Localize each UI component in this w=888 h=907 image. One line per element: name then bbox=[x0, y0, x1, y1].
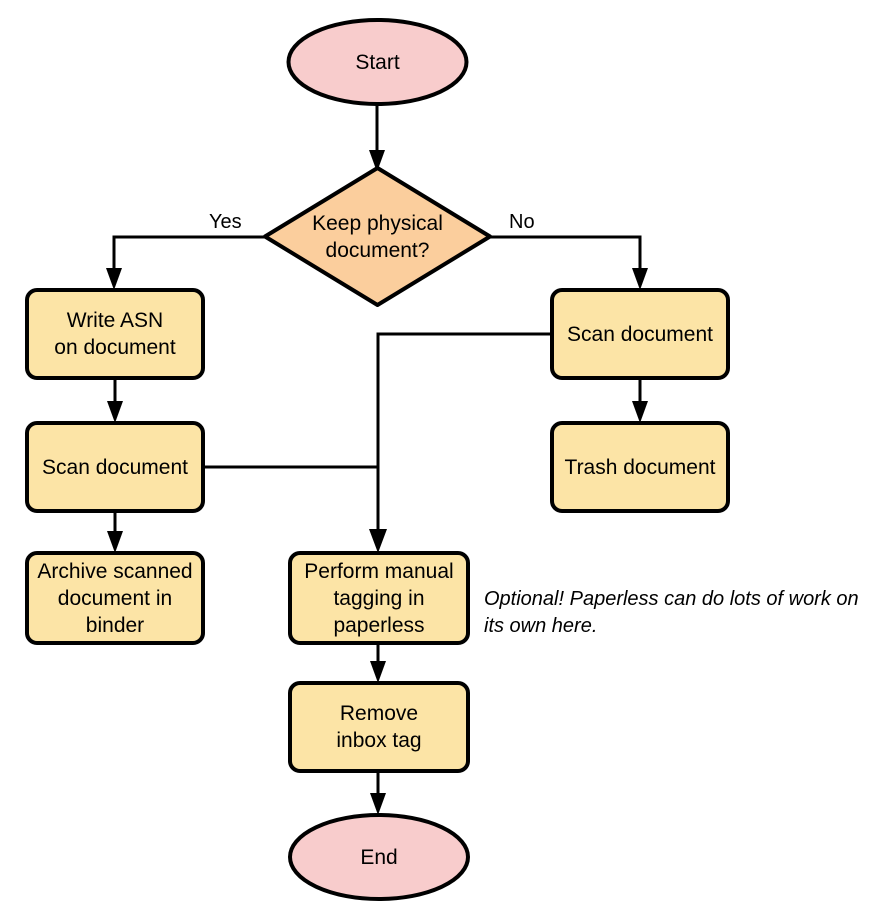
edge-write-asn-to-scan-left bbox=[107, 378, 123, 423]
node-shape-scan-right[interactable] bbox=[550, 288, 730, 380]
edge-decision-no-to-scan-right bbox=[490, 235, 648, 290]
node-shape-write-asn[interactable] bbox=[25, 288, 205, 380]
edge-label-no: No bbox=[509, 211, 535, 233]
node-shape-start[interactable] bbox=[286, 18, 469, 106]
edge-scan-left-to-archive bbox=[107, 511, 123, 553]
node-shape-end[interactable] bbox=[288, 813, 470, 901]
node-shape-remove-inbox-tag[interactable] bbox=[288, 681, 470, 773]
annotation-optional-note: Optional! Paperless can do lots of work … bbox=[484, 588, 859, 637]
node-shape-decision[interactable] bbox=[263, 166, 492, 307]
edge-scan-right-to-trash bbox=[632, 378, 648, 423]
node-shape-scan-left[interactable] bbox=[25, 421, 205, 513]
node-shape-archive-binder[interactable] bbox=[25, 551, 205, 645]
edge-manual-tagging-to-remove-inbox-tag bbox=[370, 643, 386, 683]
node-shape-trash[interactable] bbox=[550, 421, 730, 513]
edge-remove-inbox-tag-to-end bbox=[370, 771, 386, 815]
node-shape-manual-tagging[interactable] bbox=[288, 551, 470, 645]
edge-decision-yes-to-write-asn bbox=[106, 235, 265, 290]
edge-label-yes: Yes bbox=[209, 211, 242, 233]
edge-scan-right-to-manual-tagging bbox=[369, 332, 552, 553]
edge-start-to-decision bbox=[369, 104, 385, 172]
